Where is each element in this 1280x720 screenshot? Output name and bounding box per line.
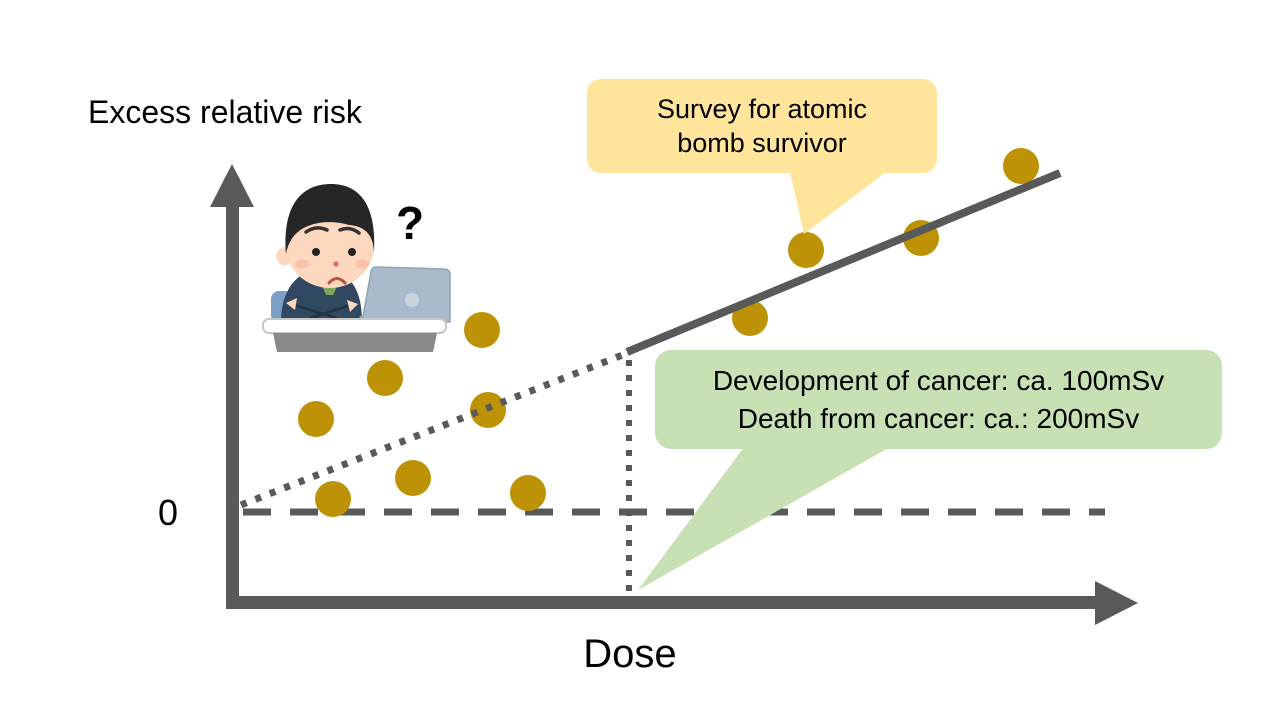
data-point	[510, 475, 546, 511]
left-hand	[286, 298, 297, 310]
arm-crease-left	[289, 302, 338, 320]
data-point	[395, 460, 431, 496]
crossed-arms	[284, 295, 360, 322]
threshold-callout-tail	[638, 447, 890, 590]
arm-crease-right	[309, 302, 356, 320]
right-eyebrow	[338, 226, 361, 235]
thinking-person-illustration	[262, 184, 451, 352]
right-eye	[348, 248, 356, 256]
nose	[333, 261, 339, 267]
callout-tails	[638, 172, 890, 590]
y-axis-title: Excess relative risk	[88, 94, 362, 130]
survey-callout-line2: bomb survivor	[677, 128, 847, 158]
laptop-logo-icon	[405, 293, 419, 307]
left-eyebrow	[304, 226, 329, 234]
y-axis-arrowhead-icon	[210, 164, 254, 207]
hair	[285, 184, 375, 254]
extrapolated-trend-dotted-line	[239, 350, 627, 509]
threshold-callout-bubble: Development of cancer: ca. 100mSv Death …	[655, 350, 1222, 449]
threshold-callout-line1: Development of cancer: ca. 100mSv	[712, 364, 1165, 396]
right-cheek	[355, 259, 369, 269]
data-point	[367, 360, 403, 396]
y-axis-line	[226, 200, 239, 609]
x-axis-title: Dose	[583, 632, 677, 676]
ear	[276, 247, 294, 265]
x-axis-arrowhead-icon	[1095, 581, 1138, 625]
left-cheek	[295, 259, 309, 269]
data-point	[298, 401, 334, 437]
x-axis-line	[226, 596, 1096, 609]
axes	[210, 164, 1138, 625]
desk-front	[273, 333, 437, 352]
survey-callout-bubble: Survey for atomic bomb survivor	[587, 79, 937, 173]
observed-trend-solid-line	[625, 169, 1062, 356]
chart-data-layer	[239, 148, 1105, 592]
survey-callout-tail	[790, 172, 886, 234]
data-point	[315, 481, 351, 517]
data-point	[1003, 148, 1039, 184]
zero-tick-label: 0	[158, 492, 179, 533]
question-mark-icon: ?	[396, 197, 425, 249]
data-point	[464, 312, 500, 348]
desk-top	[262, 318, 447, 334]
data-point	[788, 232, 824, 268]
threshold-callout-line2: Death from cancer: ca.: 200mSv	[737, 402, 1140, 434]
right-hand	[347, 300, 358, 312]
laptop-screen-back	[361, 266, 451, 323]
frown-mouth	[327, 277, 347, 285]
left-eye	[312, 248, 320, 256]
survey-callout-line1: Survey for atomic	[656, 94, 868, 124]
